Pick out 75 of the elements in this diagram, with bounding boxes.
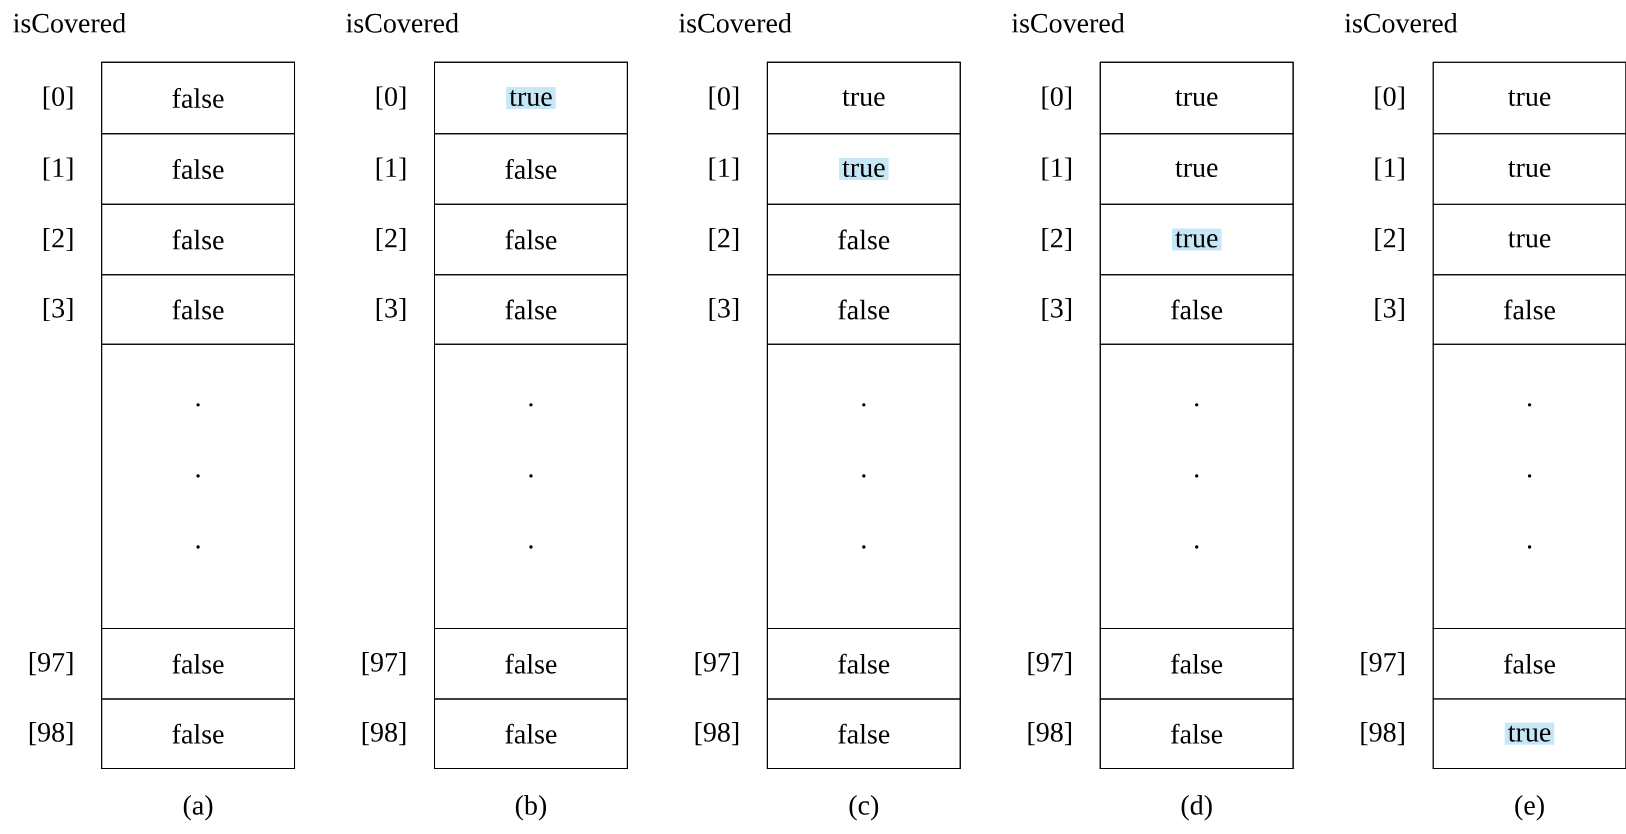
index-label: [1] — [376, 157, 406, 181]
panel-caption: (c) — [849, 795, 879, 821]
array-cell: false — [1099, 627, 1294, 700]
index-label: [2] — [376, 227, 406, 252]
array-cell: true — [1099, 61, 1294, 135]
index-label: [97] — [1361, 652, 1404, 676]
array-cell: false — [766, 274, 961, 345]
index-label: [3] — [1042, 297, 1071, 322]
index-label: [98] — [1028, 722, 1071, 746]
array-cell: false — [1432, 627, 1626, 700]
array-cell: false — [1099, 274, 1294, 345]
array-cell: true — [766, 133, 961, 205]
array-cell: false — [101, 274, 295, 345]
array-cell: true — [1432, 698, 1626, 769]
index-label: [97] — [29, 652, 73, 676]
array-cell: true — [766, 61, 961, 135]
array-name: isCovered — [13, 12, 126, 33]
index-label: [2] — [43, 227, 73, 252]
array-cell: false — [434, 698, 628, 769]
index-label: [97] — [362, 652, 406, 676]
array-cell: true — [1432, 203, 1626, 276]
index-label: [3] — [1375, 297, 1404, 322]
index-label: [0] — [1042, 86, 1071, 110]
panel-caption: (d) — [1181, 795, 1212, 821]
array-cell: false — [766, 627, 961, 700]
array-cell: false — [101, 61, 295, 135]
array-name: isCovered — [1011, 12, 1125, 33]
array-cell: true — [1099, 203, 1294, 276]
array-cell: false — [766, 698, 961, 769]
index-label: [97] — [695, 652, 739, 676]
index-label: [0] — [1375, 86, 1404, 110]
array-cell: true — [1432, 133, 1626, 205]
array-name: isCovered — [346, 12, 459, 33]
array-name: isCovered — [1344, 12, 1458, 33]
array-cell: true — [434, 61, 628, 135]
ellipsis-cell: . . . — [766, 343, 961, 629]
index-label: [1] — [1042, 157, 1071, 181]
index-label: [98] — [1361, 722, 1404, 746]
index-label: [0] — [709, 86, 739, 110]
array-cell: false — [434, 203, 628, 276]
index-label: [3] — [43, 297, 73, 322]
index-label: [3] — [376, 297, 406, 322]
index-label: [1] — [709, 157, 739, 181]
index-label: [97] — [1028, 652, 1071, 676]
array-cell: false — [101, 698, 295, 769]
array-cell: false — [766, 203, 961, 276]
array-cell: false — [434, 133, 628, 205]
index-label: [0] — [43, 86, 73, 110]
array-cell: false — [434, 627, 628, 700]
panel-caption: (a) — [183, 795, 213, 821]
index-label: [98] — [362, 722, 406, 746]
index-label: [1] — [43, 157, 73, 181]
array-cell: false — [1432, 274, 1626, 345]
index-label: [98] — [29, 722, 73, 746]
ellipsis-cell: . . . — [101, 343, 295, 629]
panel-caption: (e) — [1515, 795, 1544, 821]
array-cell: false — [1099, 698, 1294, 769]
index-label: [2] — [709, 227, 739, 252]
index-label: [2] — [1375, 227, 1404, 252]
ellipsis-cell: . . . — [1099, 343, 1294, 629]
array-cell: false — [101, 627, 295, 700]
index-label: [0] — [376, 86, 406, 110]
ellipsis-cell: . . . — [1432, 343, 1626, 629]
array-name: isCovered — [679, 12, 792, 33]
index-label: [2] — [1042, 227, 1071, 252]
array-cell: false — [434, 274, 628, 345]
panel-caption: (b) — [515, 795, 547, 821]
index-label: [3] — [709, 297, 739, 322]
array-cell: true — [1099, 133, 1294, 205]
index-label: [1] — [1375, 157, 1404, 181]
array-cell: false — [101, 133, 295, 205]
array-cell: true — [1432, 61, 1626, 135]
ellipsis-cell: . . . — [434, 343, 628, 629]
index-label: [98] — [695, 722, 739, 746]
array-cell: false — [101, 203, 295, 276]
